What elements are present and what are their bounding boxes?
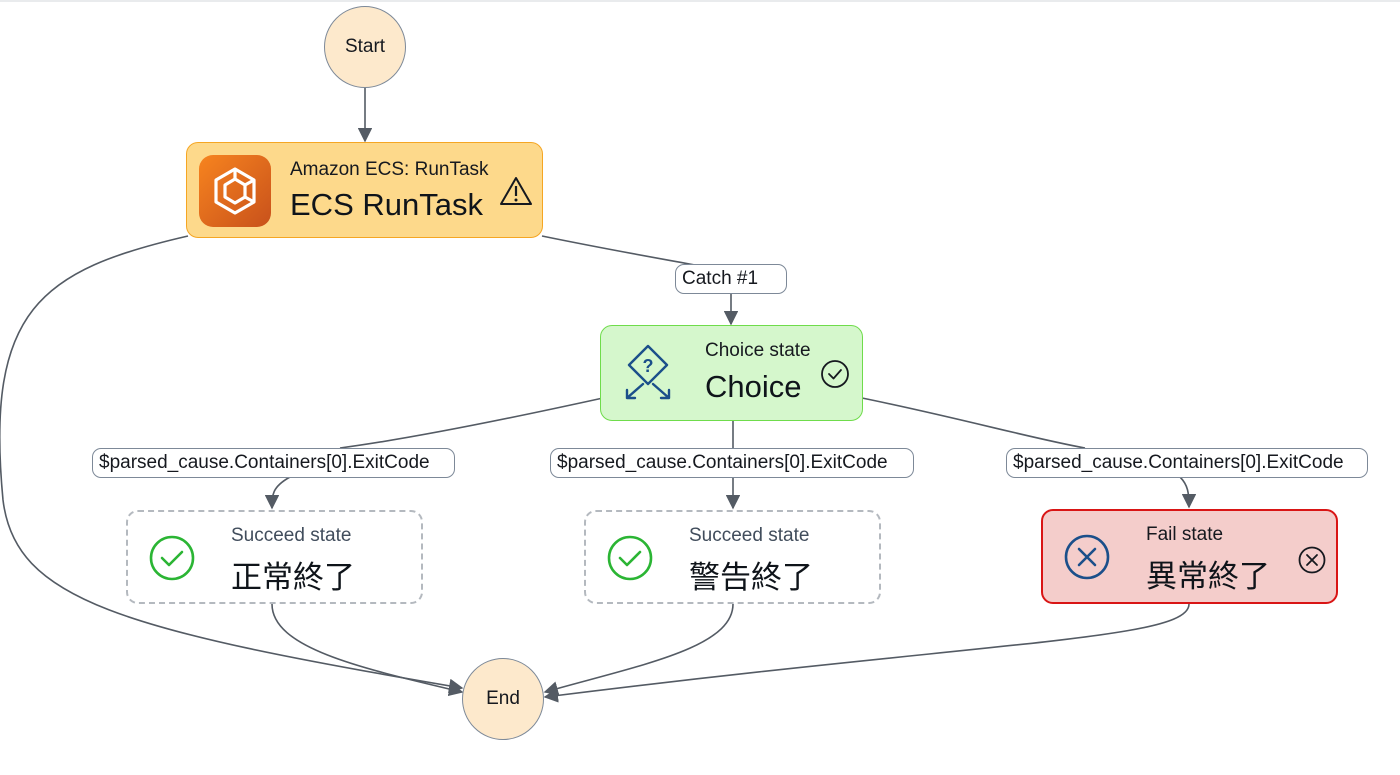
branch-label-warning: $parsed_cause.Containers[0].ExitCode [550, 448, 914, 478]
catch-edge-label: Catch #1 [675, 264, 787, 294]
check-circle-icon [819, 358, 851, 390]
edge-fail-to-end [543, 603, 1190, 703]
ecs-type-label: Amazon ECS: RunTask [290, 159, 489, 180]
fail-node[interactable]: Fail state 異常終了 [1041, 509, 1338, 604]
fail-type-label: Fail state [1146, 524, 1224, 545]
succeed-warning-node[interactable]: Succeed state 警告終了 [584, 510, 881, 604]
succeed-check-icon [148, 534, 196, 582]
edge-warning-to-end [543, 603, 734, 696]
edge-ecs-to-catch [541, 235, 701, 267]
start-node[interactable]: Start [324, 6, 406, 88]
succeed-warning-type-label: Succeed state [689, 525, 810, 546]
choice-type-label: Choice state [705, 340, 811, 361]
warning-icon [499, 175, 533, 207]
fail-x-icon [1063, 533, 1111, 581]
branch-label-fail: $parsed_cause.Containers[0].ExitCode [1006, 448, 1368, 478]
x-circle-icon [1297, 545, 1327, 575]
choice-node[interactable]: ? Choice state Choice [600, 325, 863, 421]
choice-name-label: Choice [705, 369, 802, 404]
edge-choice-to-branch1 [339, 397, 604, 449]
end-label: End [486, 688, 520, 709]
branch-label-normal: $parsed_cause.Containers[0].ExitCode [92, 448, 455, 478]
start-label: Start [344, 36, 386, 57]
edge-branch3-to-fail [1179, 476, 1197, 509]
succeed-normal-name-label: 正常終了 [231, 560, 355, 595]
ecs-service-icon [199, 155, 271, 227]
succeed-normal-node[interactable]: Succeed state 正常終了 [126, 510, 423, 604]
succeed-check-icon [606, 534, 654, 582]
choice-state-icon: ? [615, 340, 681, 408]
edge-ecs-to-end [0, 235, 464, 693]
svg-text:?: ? [643, 356, 654, 376]
edge-normal-to-end [271, 603, 464, 697]
fail-name-label: 異常終了 [1146, 559, 1270, 594]
ecs-name-label: ECS RunTask [290, 187, 483, 222]
edge-branch1-to-normal [264, 476, 291, 510]
succeed-warning-name-label: 警告終了 [689, 560, 813, 595]
end-node[interactable]: End [462, 658, 544, 740]
top-divider [0, 0, 1400, 2]
ecs-runtask-node[interactable]: Amazon ECS: RunTask ECS RunTask [186, 142, 543, 238]
edge-choice-to-branch3 [861, 397, 1086, 449]
succeed-normal-type-label: Succeed state [231, 525, 352, 546]
